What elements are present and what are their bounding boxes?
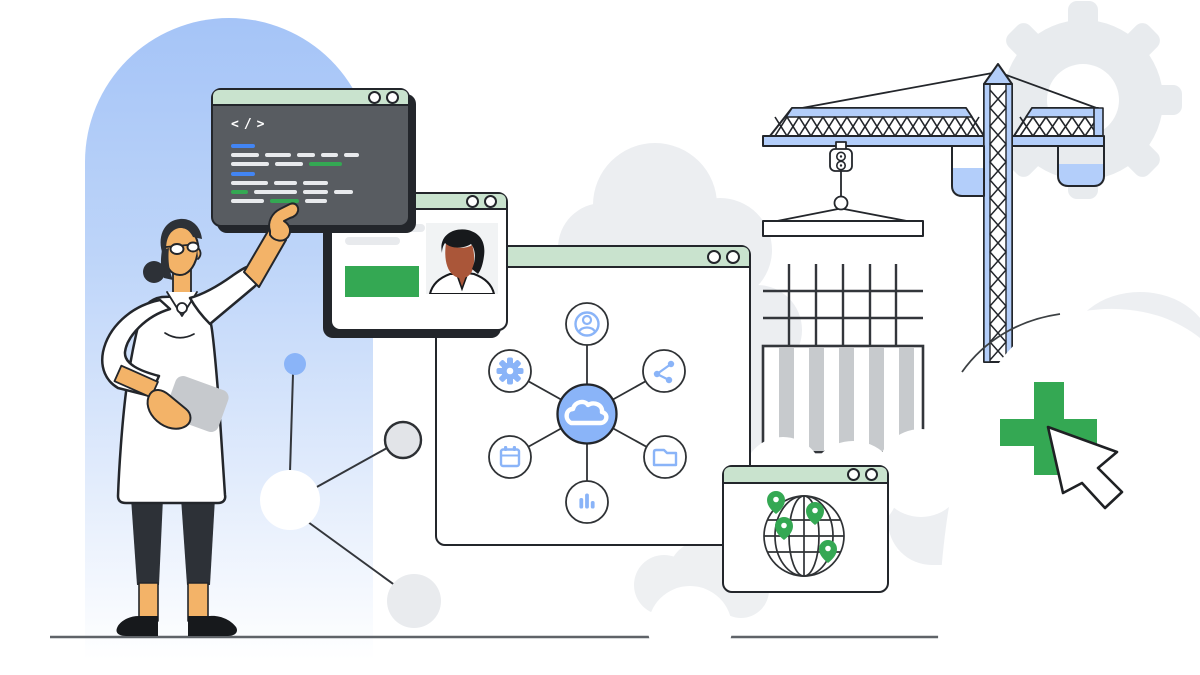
code-line-segment: [303, 189, 328, 194]
window-control-dot: [865, 468, 878, 481]
code-line-segment: [231, 162, 269, 167]
building-under-construction: [761, 264, 925, 454]
woman-shoe-right: [188, 615, 238, 636]
tower-crane: [762, 63, 1105, 363]
location-pin-icon: [775, 517, 793, 540]
window-control-dot: [466, 194, 479, 208]
window-titlebar: [724, 467, 887, 484]
code-line-segment: [305, 199, 327, 204]
share-icon: [653, 360, 675, 384]
location-pin-icon: [767, 491, 785, 514]
text-line-placeholder: [345, 224, 425, 232]
molecule-node-white: [260, 470, 320, 530]
woman-ankle: [187, 582, 209, 622]
lifted-slab: [762, 220, 924, 237]
avatar-hair: [441, 229, 485, 274]
woman-trouser-right: [181, 498, 215, 585]
woman-hair-bun: [143, 261, 165, 283]
cloud-hub-circle: [556, 383, 618, 445]
woman-hair: [160, 218, 202, 252]
woman-pointing-hand: [268, 202, 300, 242]
bar-chart-icon: [579, 493, 595, 509]
code-lines: [231, 144, 399, 204]
woman-left-hand: [146, 389, 192, 430]
code-line-segment: [321, 153, 338, 158]
code-line-segment: [254, 189, 297, 194]
cloud-icon: [564, 399, 609, 426]
code-line-segment: [270, 199, 299, 204]
woman-ankle: [138, 582, 159, 622]
window-titlebar: [213, 90, 408, 106]
avatar-portrait: [429, 229, 495, 295]
code-editor-window: </>: [211, 88, 410, 227]
crane-cable: [790, 71, 999, 111]
code-line-segment: [231, 153, 259, 158]
collar-button: [176, 302, 188, 314]
calendar-icon: [499, 446, 521, 468]
code-line-segment: [231, 199, 264, 204]
code-line-segment: [297, 153, 315, 158]
window-control-dot: [726, 249, 740, 264]
crane-hook: [762, 141, 924, 237]
molecule-node-blue: [284, 353, 306, 375]
window-control-dot: [707, 249, 721, 264]
account-icon: [574, 311, 600, 337]
code-line-segment: [265, 153, 291, 158]
window-control-dot: [386, 90, 399, 104]
code-line-segment: [231, 171, 255, 176]
woman-shoe-left: [116, 616, 158, 636]
map-window: [722, 465, 889, 593]
settings-gear-icon: [496, 357, 524, 385]
crane-cable: [997, 71, 1103, 111]
coat-chest-line: [164, 332, 195, 339]
text-line-placeholder: [345, 237, 400, 245]
code-line-segment: [303, 180, 328, 185]
cloud-outline: [961, 313, 1061, 373]
location-pin-icon: [819, 540, 837, 563]
globe-map: [763, 491, 845, 577]
window-titlebar: [437, 247, 749, 268]
molecule-node-gray: [387, 574, 441, 628]
code-line-segment: [231, 144, 255, 148]
cloud-network-diagram: [488, 302, 687, 524]
avatar-face: [445, 243, 475, 279]
green-button: [345, 266, 419, 297]
window-control-dot: [484, 194, 497, 208]
code-line-segment: [275, 162, 303, 167]
avatar: [426, 223, 498, 295]
code-line-segment: [231, 180, 268, 185]
glasses-icon: [165, 241, 200, 255]
woman-trouser-left: [131, 498, 163, 585]
folder-icon: [652, 448, 678, 467]
code-line-segment: [344, 153, 359, 158]
code-line-segment: [231, 189, 248, 194]
mouse-cursor-icon: [1046, 425, 1124, 510]
window-control-dot: [847, 468, 860, 481]
window-control-dot: [368, 90, 381, 104]
location-pin-icon: [806, 502, 824, 525]
code-line-segment: [274, 180, 297, 185]
molecule-node-outlined: [383, 420, 423, 460]
code-line-segment: [309, 162, 342, 167]
code-tag-icon: </>: [231, 117, 270, 132]
code-line-segment: [334, 189, 353, 194]
